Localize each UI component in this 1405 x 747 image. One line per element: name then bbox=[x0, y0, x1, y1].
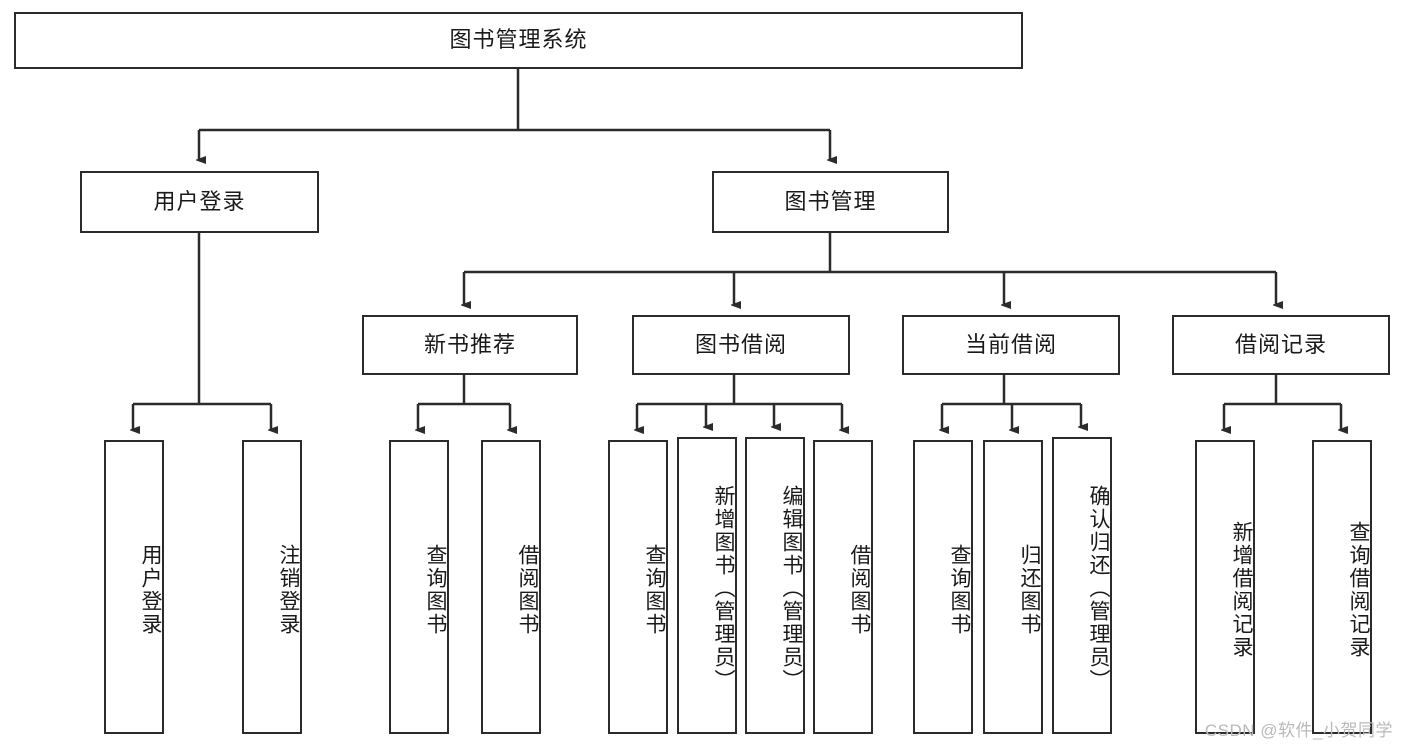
leaf-query-book-borrow-label: 查询图书 bbox=[643, 544, 666, 636]
leaf-user-login-label: 用户登录 bbox=[139, 544, 162, 636]
leaf-return-book[interactable]: 归还图书 bbox=[983, 440, 1043, 734]
leaf-query-book-recommend[interactable]: 查询图书 bbox=[389, 440, 449, 734]
node-root-label: 图书管理系统 bbox=[449, 27, 588, 53]
leaf-return-book-label: 归还图书 bbox=[1018, 544, 1041, 636]
leaf-query-book-borrow[interactable]: 查询图书 bbox=[608, 440, 668, 734]
leaf-borrow-book-recommend-label: 借阅图书 bbox=[516, 544, 539, 636]
node-current-borrow[interactable]: 当前借阅 bbox=[902, 315, 1120, 375]
node-book-borrow[interactable]: 图书借阅 bbox=[632, 315, 850, 375]
leaf-query-borrow-record-label: 查询借阅记录 bbox=[1347, 521, 1370, 659]
leaf-edit-book-admin[interactable]: 编辑图书（管理员） bbox=[745, 437, 805, 734]
node-current-borrow-label: 当前借阅 bbox=[964, 331, 1057, 357]
leaf-logout[interactable]: 注销登录 bbox=[242, 440, 302, 734]
leaf-borrow-book-label: 借阅图书 bbox=[848, 544, 871, 636]
node-new-book-recommend[interactable]: 新书推荐 bbox=[362, 315, 578, 375]
leaf-edit-book-admin-label: 编辑图书（管理员） bbox=[780, 485, 803, 692]
leaf-add-borrow-record-label: 新增借阅记录 bbox=[1230, 521, 1253, 659]
node-borrow-record[interactable]: 借阅记录 bbox=[1172, 315, 1390, 375]
leaf-logout-label: 注销登录 bbox=[277, 544, 300, 636]
node-user-login-label: 用户登录 bbox=[153, 188, 246, 214]
watermark-text: CSDN @软件_小贺同学 bbox=[1204, 721, 1393, 740]
leaf-borrow-book[interactable]: 借阅图书 bbox=[813, 440, 873, 734]
node-book-borrow-label: 图书借阅 bbox=[694, 331, 787, 357]
node-borrow-record-label: 借阅记录 bbox=[1234, 331, 1327, 357]
leaf-query-book-current[interactable]: 查询图书 bbox=[913, 440, 973, 734]
node-book-management[interactable]: 图书管理 bbox=[712, 171, 949, 233]
leaf-query-borrow-record[interactable]: 查询借阅记录 bbox=[1312, 440, 1372, 734]
leaf-confirm-return-admin-label: 确认归还（管理员） bbox=[1087, 485, 1110, 692]
leaf-add-book-admin-label: 新增图书（管理员） bbox=[712, 485, 735, 692]
node-new-book-recommend-label: 新书推荐 bbox=[423, 331, 516, 357]
node-book-management-label: 图书管理 bbox=[784, 188, 877, 214]
leaf-add-borrow-record[interactable]: 新增借阅记录 bbox=[1195, 440, 1255, 734]
leaf-user-login[interactable]: 用户登录 bbox=[104, 440, 164, 734]
node-user-login[interactable]: 用户登录 bbox=[80, 171, 319, 233]
leaf-borrow-book-recommend[interactable]: 借阅图书 bbox=[481, 440, 541, 734]
leaf-query-book-current-label: 查询图书 bbox=[948, 544, 971, 636]
leaf-confirm-return-admin[interactable]: 确认归还（管理员） bbox=[1052, 437, 1112, 734]
leaf-query-book-recommend-label: 查询图书 bbox=[424, 544, 447, 636]
leaf-add-book-admin[interactable]: 新增图书（管理员） bbox=[677, 437, 737, 734]
node-root[interactable]: 图书管理系统 bbox=[14, 12, 1023, 69]
